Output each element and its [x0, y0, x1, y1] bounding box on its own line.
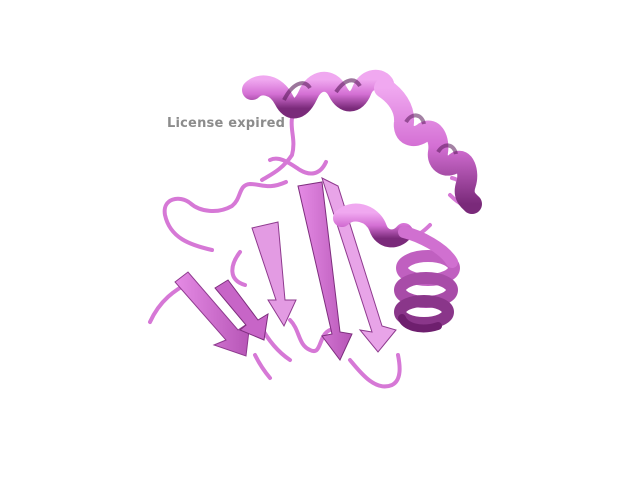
- coil-6: [253, 353, 272, 380]
- alpha-helix-1: [242, 69, 394, 119]
- license-watermark: License expired: [167, 116, 286, 131]
- strand-4: [297, 181, 353, 361]
- coil-3: [268, 156, 328, 176]
- strand-2: [214, 279, 269, 341]
- beta-strands: [174, 177, 397, 361]
- coil-8: [348, 353, 402, 389]
- coil-5: [230, 250, 247, 287]
- strand-1: [174, 271, 251, 357]
- strand-3: [251, 221, 297, 328]
- alpha-helix-2: [374, 78, 482, 214]
- coil-2: [162, 180, 288, 252]
- coil-4: [260, 116, 296, 182]
- alpha-helix-3: [333, 203, 460, 333]
